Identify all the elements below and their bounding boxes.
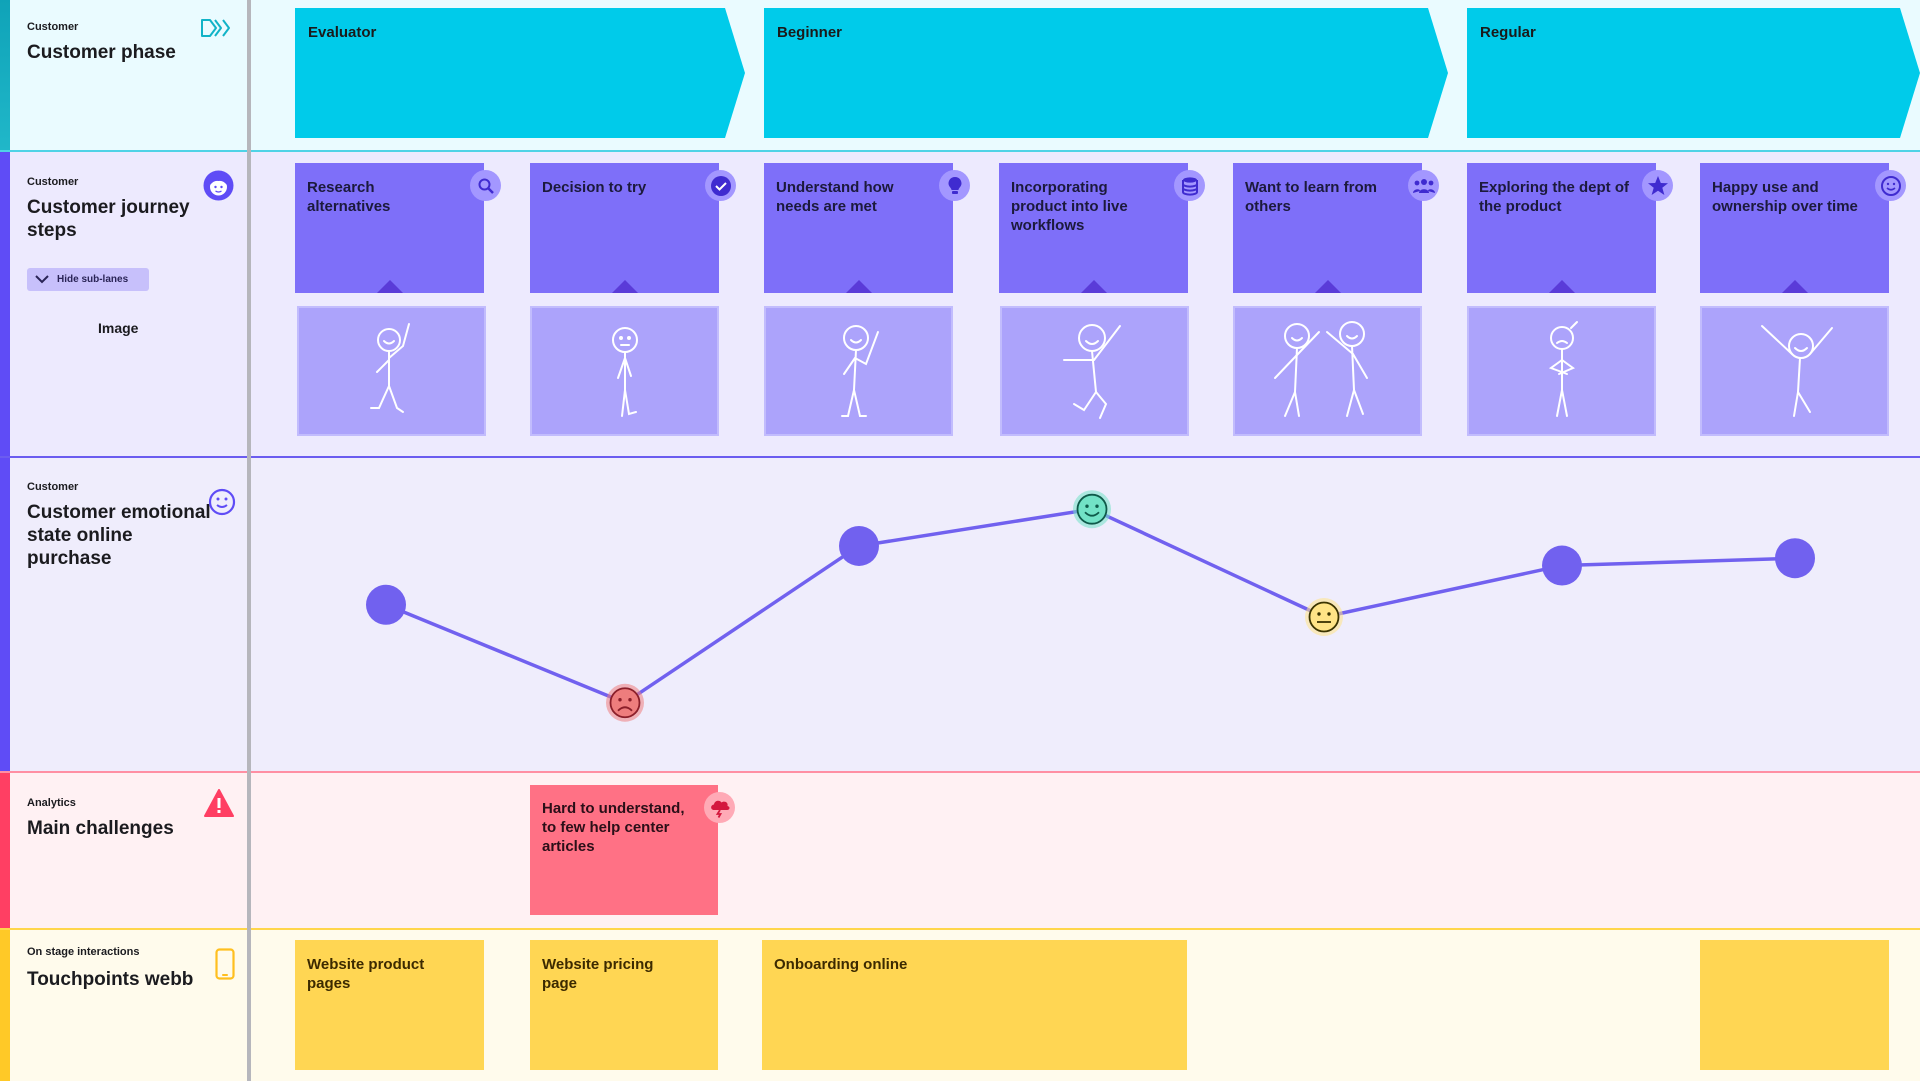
lightbulb-icon (939, 170, 970, 201)
phase-label: Beginner (777, 24, 843, 41)
touchpoint-card[interactable]: Website product pages (295, 940, 484, 1070)
lane-accent-bar (0, 152, 10, 457)
mobile-phone-icon (215, 948, 235, 985)
lane-category: Customer (27, 176, 79, 188)
storm-cloud-icon (704, 792, 735, 823)
step-illustration (1467, 306, 1656, 436)
step-label: Want to learn from others (1245, 179, 1377, 215)
step-label: Exploring the dept of the product (1479, 179, 1629, 215)
magnifier-icon (470, 170, 501, 201)
lane-label: Customer Customer phase (27, 21, 176, 64)
lane-accent-bar (0, 930, 10, 1081)
step-label: Happy use and ownership over time (1712, 179, 1858, 215)
lane-divider (0, 150, 1920, 152)
step-label: Decision to try (542, 179, 647, 196)
step-illustration (1700, 306, 1889, 436)
step-illustration (297, 306, 486, 436)
lane-main-challenges: Analytics Main challenges (0, 773, 1920, 928)
step-illustration (764, 306, 953, 436)
hide-sub-lanes-button[interactable]: Hide sub-lanes (27, 268, 149, 291)
touchpoint-card[interactable]: Website pricing page (530, 940, 718, 1070)
expand-marker (1548, 280, 1575, 293)
step-illustration (1233, 306, 1422, 436)
lane-category: Customer (27, 481, 79, 493)
chevron-down-icon (35, 275, 49, 284)
lane-emotional-state: Customer Customer emotional state online… (0, 458, 1920, 771)
lane-title: Customer emotional state online purchase (27, 502, 211, 569)
lane-divider (0, 456, 1920, 458)
journey-step-card[interactable]: Decision to try (530, 163, 736, 293)
hide-sub-lanes-label: Hide sub-lanes (57, 274, 129, 285)
lane-title: Customer journey steps (27, 197, 190, 241)
journey-step-card[interactable]: Incorporating product into live workflow… (999, 163, 1205, 293)
lane-category: Customer (27, 21, 79, 33)
journey-step-card[interactable]: Research alternatives (295, 163, 501, 293)
lane-accent-bar (0, 773, 10, 928)
step-illustration (1000, 306, 1189, 436)
touchpoint-card[interactable]: Onboarding online (762, 940, 1187, 1070)
lane-customer-phase: Customer Customer phase Evaluator Beginn… (0, 0, 1920, 150)
database-icon (1174, 170, 1205, 201)
checkmark-icon (705, 170, 736, 201)
person-avatar-icon (203, 170, 234, 206)
expand-marker (1080, 280, 1107, 293)
touchpoint-card[interactable] (1700, 940, 1889, 1070)
lane-title: Touchpoints webb (27, 969, 194, 990)
lane-divider (0, 928, 1920, 930)
lane-header-separator (247, 0, 251, 1081)
expand-marker (376, 280, 403, 293)
lane-label: Customer Customer journey steps (27, 176, 207, 242)
double-chevron-icon (200, 18, 234, 43)
challenge-card[interactable]: Hard to understand, to few help center a… (530, 785, 735, 915)
journey-step-card[interactable]: Exploring the dept of the product (1467, 163, 1673, 293)
lane-divider (0, 771, 1920, 773)
warning-triangle-icon (204, 789, 234, 822)
phase-evaluator[interactable]: Evaluator (295, 8, 745, 138)
expand-marker (611, 280, 638, 293)
smiley-icon (1875, 170, 1906, 201)
journey-step-card[interactable]: Happy use and ownership over time (1700, 163, 1906, 293)
phase-label: Evaluator (308, 24, 377, 41)
lane-title: Main challenges (27, 818, 174, 839)
step-illustration (530, 306, 719, 436)
phase-beginner[interactable]: Beginner (764, 8, 1448, 138)
expand-marker (1314, 280, 1341, 293)
touchpoint-label: Website pricing page (542, 956, 654, 992)
phase-regular[interactable]: Regular (1467, 8, 1920, 138)
touchpoint-label: Website product pages (307, 956, 425, 992)
phase-label: Regular (1480, 24, 1536, 41)
step-label: Understand how needs are met (776, 179, 894, 215)
lane-category: Analytics (27, 797, 76, 809)
expand-marker (845, 280, 872, 293)
challenge-label: Hard to understand, to few help center a… (542, 800, 685, 855)
touchpoint-label: Onboarding online (774, 956, 908, 973)
step-label: Incorporating product into live workflow… (1011, 179, 1128, 234)
journey-step-card[interactable]: Understand how needs are met (764, 163, 970, 293)
lane-label: Customer Customer emotional state online… (27, 481, 217, 570)
journey-step-card[interactable]: Want to learn from others (1233, 163, 1439, 293)
lane-category: On stage interactions (27, 946, 140, 958)
group-icon (1408, 170, 1439, 201)
lane-label: On stage interactions Touchpoints webb (27, 946, 193, 991)
lane-accent-bar (0, 0, 10, 150)
lane-label: Analytics Main challenges (27, 797, 174, 840)
step-label: Research alternatives (307, 179, 391, 215)
lane-title: Customer phase (27, 42, 176, 63)
star-icon (1642, 170, 1673, 201)
image-sublane-label: Image (98, 320, 139, 336)
smiley-icon (208, 488, 236, 521)
expand-marker (1781, 280, 1808, 293)
lane-accent-bar (0, 458, 10, 771)
